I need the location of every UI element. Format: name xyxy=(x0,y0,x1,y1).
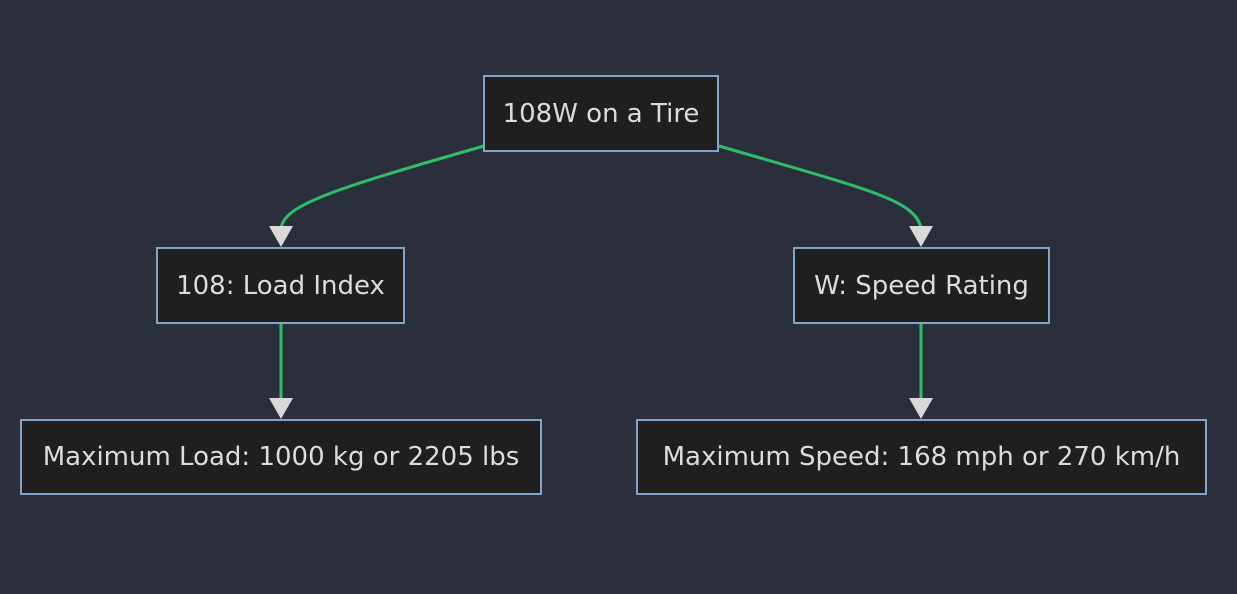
arrowhead-icon xyxy=(909,226,933,247)
edge-root-to-load-index xyxy=(279,144,485,229)
node-max-load: Maximum Load: 1000 kg or 2205 lbs xyxy=(20,419,542,495)
arrowhead-icon xyxy=(909,398,933,419)
node-speed-rating: W: Speed Rating xyxy=(793,247,1050,324)
node-root: 108W on a Tire xyxy=(483,75,719,152)
edge-root-to-speed-rating xyxy=(718,144,923,229)
arrowhead-icon xyxy=(269,226,293,247)
arrowhead-icon xyxy=(269,398,293,419)
node-max-speed: Maximum Speed: 168 mph or 270 km/h xyxy=(636,419,1207,495)
node-load-index: 108: Load Index xyxy=(156,247,405,324)
